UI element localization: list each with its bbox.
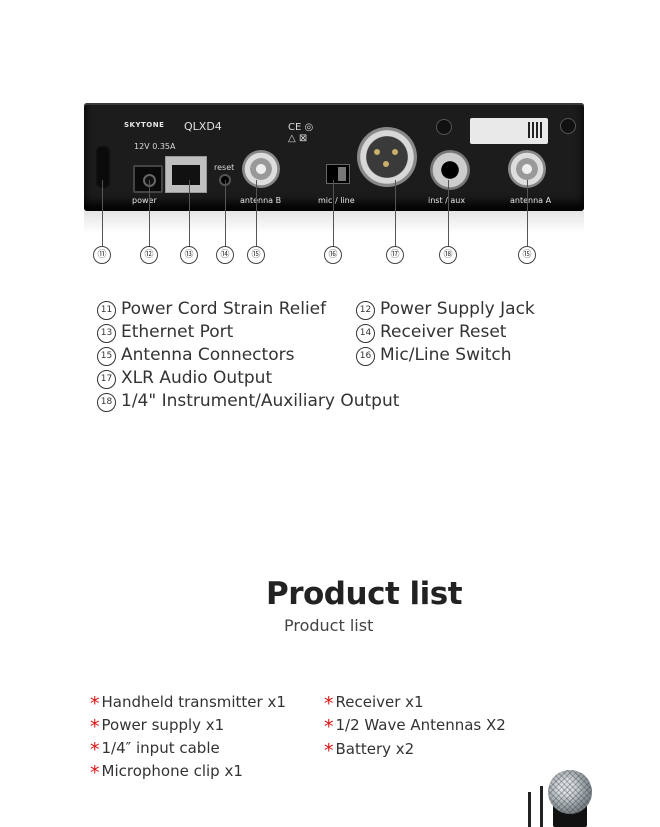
callout-16: ⑯ (324, 246, 342, 264)
callout-line (149, 180, 150, 247)
certification-icons: CE ◎△ ⊠ (288, 122, 314, 144)
screw-icon (436, 119, 452, 135)
callout-15: ⑮ (247, 246, 265, 264)
brand-logo: SKYTONE (124, 121, 165, 129)
antenna-b-connector (242, 150, 280, 188)
callout-11: ⑪ (93, 246, 111, 264)
cable (528, 792, 531, 827)
product-sticker (470, 118, 548, 144)
list-item: *Battery x2 (324, 740, 415, 762)
callout-line (102, 180, 103, 247)
callout-line (448, 180, 449, 247)
callout-line (395, 180, 396, 247)
microphone-grille (548, 770, 592, 814)
list-item: *1/2 Wave Antennas X2 (324, 716, 506, 738)
panel-reflection (84, 211, 584, 233)
port-label-mic-line: mic / line (318, 196, 355, 205)
product-list-title: Product list (266, 576, 463, 612)
list-item: *Microphone clip x1 (90, 762, 243, 784)
callout-line (333, 180, 334, 247)
cable (540, 786, 543, 827)
xlr-output (357, 127, 417, 187)
callout-12: ⑫ (140, 246, 158, 264)
callout-13: ⑬ (180, 246, 198, 264)
model-label: QLXD4 (184, 120, 222, 133)
port-label-antenna-b: antenna B (240, 196, 282, 205)
power-jack (133, 165, 163, 193)
callout-14: ⑭ (216, 246, 234, 264)
port-label-power: power (132, 196, 157, 205)
callout-line (225, 180, 226, 247)
port-label-inst-aux: inst / aux (428, 196, 466, 205)
callout-line (527, 180, 528, 247)
callout-line (189, 180, 190, 247)
callout-17: ⑰ (386, 246, 404, 264)
screw-icon (560, 118, 576, 134)
strain-relief (95, 145, 111, 189)
product-list-subtitle: Product list (284, 616, 374, 635)
quarter-inch-jack (430, 150, 470, 190)
reset-label: reset (214, 163, 235, 172)
list-item: *1/4″ input cable (90, 739, 220, 761)
callout-line (256, 180, 257, 247)
callout-18: ⑱ (439, 246, 457, 264)
microphone-head (548, 770, 592, 814)
power-rating: 12V 0.35A (134, 142, 176, 151)
list-item: *Handheld transmitter x1 (90, 693, 286, 715)
callout-15b: ⑮ (518, 246, 536, 264)
list-item: *Power supply x1 (90, 716, 225, 738)
ethernet-port (165, 156, 207, 193)
port-label-antenna-a: antenna A (510, 196, 552, 205)
list-item: *Receiver x1 (324, 693, 424, 715)
mic-line-switch (326, 164, 350, 184)
